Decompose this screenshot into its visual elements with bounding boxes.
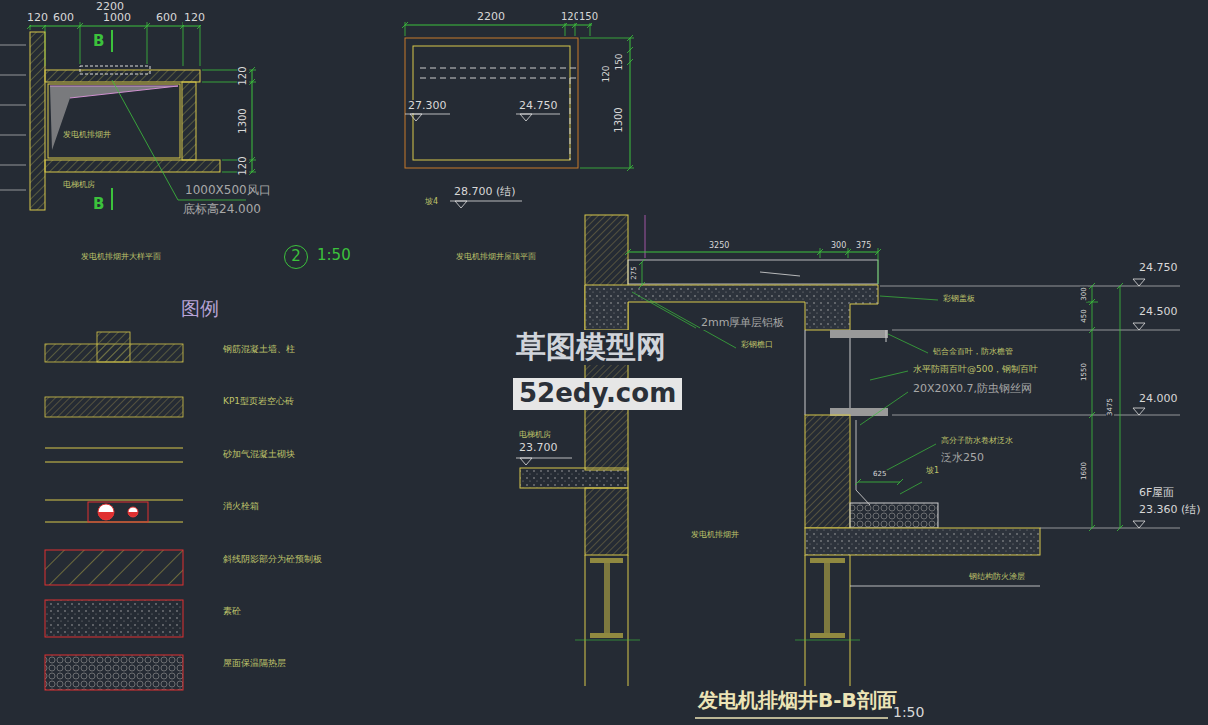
drawing-label: 坡1 (925, 466, 940, 475)
drawing-label: 450 (1080, 308, 1088, 323)
drawing-label: 150 (578, 11, 599, 23)
drawing-label: 坡4 (424, 197, 439, 206)
section-drawing (516, 215, 1180, 718)
drawing-label: 120 (183, 12, 206, 25)
watermark-box: 52edy.com (513, 378, 682, 410)
legend-text: 钢筋混凝土墙、柱 (222, 344, 296, 354)
legend-text: 屋面保温隔热层 (222, 658, 287, 668)
drawing-label: 6F屋面 (1138, 487, 1175, 500)
drawing-label: 图例 (180, 298, 220, 320)
drawing-label: 120 (237, 155, 249, 176)
drawing-label: 1:50 (316, 247, 352, 264)
node-text: 52edy.com (519, 379, 676, 409)
drawing-label: 彩钢檐口 (740, 340, 774, 349)
drawing-label: 1600 (1080, 461, 1088, 481)
legend-text: 素砼 (222, 606, 242, 616)
drawing-label: 300 (830, 241, 847, 250)
drawing-label: 3250 (708, 241, 730, 250)
node-text: 2 (291, 248, 301, 265)
drawing-label: 彩钢盖板 (942, 294, 976, 303)
drawing-label: 钢结构防火涂层 (968, 572, 1026, 581)
drawing-label: 1:50 (892, 704, 925, 720)
roof-plan-drawing (402, 22, 634, 208)
drawing-label: 375 (855, 241, 872, 250)
drawing-label: 电梯机房 (518, 430, 552, 439)
drawing-label: 1300 (237, 107, 249, 134)
drawing-label: 600 (155, 12, 178, 25)
drawing-label: 1000X500风口 (184, 184, 272, 198)
drawing-label: B (92, 33, 105, 50)
drawing-label: 2mm厚单层铝板 (700, 317, 785, 330)
drawing-label: 高分子防水卷材泛水 (940, 436, 1014, 445)
drawing-label: 泛水250 (940, 452, 985, 465)
drawing-label: 625 (872, 470, 887, 478)
drawing-label: 275 (630, 265, 638, 280)
drawing-label: 120 (237, 65, 249, 86)
drawing-label: 27.300 (407, 100, 448, 113)
drawing-label: 发电机排烟井屋顶平面 (455, 252, 537, 261)
drawing-label: B (92, 196, 105, 213)
drawing-label: 1550 (1080, 362, 1088, 382)
drawing-title: 发电机排烟井B-B剖面 (697, 689, 898, 712)
drawing-label: 发电机排烟井 (62, 130, 112, 139)
drawing-label: 28.700 (结) (453, 186, 517, 199)
drawing-label: 24.000 (1138, 393, 1179, 406)
drawing-label: 120 (26, 12, 49, 25)
drawing-label: 草图模型网 (515, 330, 667, 365)
plan-drawing (0, 22, 256, 210)
scale-circle: 2 (284, 245, 308, 269)
drawing-label: 120 (601, 64, 611, 83)
drawing-label: 24.750 (1138, 262, 1179, 275)
drawing-label: 23.360 (结) (1138, 504, 1202, 517)
legend-text: KP1型页岩空心砖 (222, 396, 295, 406)
drawing-label: 1300 (613, 106, 625, 133)
drawing-label: 电梯机房 (62, 180, 96, 189)
drawing-label: 发电机排烟井大样平面 (80, 252, 162, 261)
drawing-label: 底标高24.000 (182, 203, 262, 217)
legend-text: 消火栓箱 (222, 501, 260, 511)
drawing-label: 2200 (476, 11, 506, 24)
drawing-label: 铝合金百叶，防水檐管 (932, 347, 1014, 356)
legend-text: 砂加气混凝土砌块 (222, 449, 296, 459)
drawing-label: 24.500 (1138, 306, 1179, 319)
drawing-label: 300 (1080, 286, 1088, 301)
drawing-label: 1000 (102, 12, 132, 25)
drawing-label: 150 (614, 52, 624, 71)
drawing-label: 20X20X0.7,防虫钢丝网 (912, 383, 1033, 396)
drawing-label: 水平防雨百叶@500，钢制百叶 (912, 364, 1039, 374)
legend-swatches (45, 332, 183, 690)
legend-text: 斜线阴影部分为砼预制板 (222, 554, 323, 564)
drawing-label: 24.750 (518, 100, 559, 113)
drawing-label: 600 (52, 12, 75, 25)
drawing-label: 23.700 (518, 442, 559, 455)
drawing-label: 发电机排烟井 (690, 530, 740, 539)
drawing-label: 3475 (1106, 397, 1114, 417)
